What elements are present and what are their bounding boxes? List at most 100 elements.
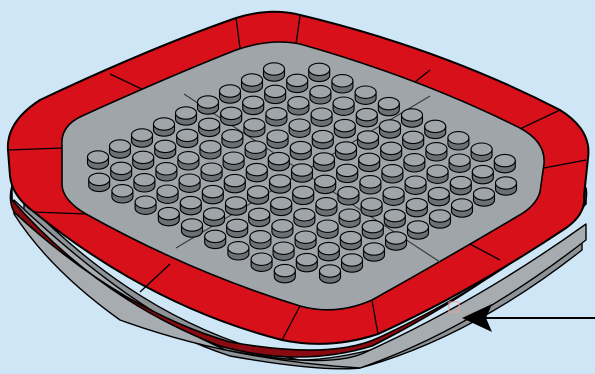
stud-top (332, 75, 353, 87)
stud-top (134, 174, 155, 186)
stud-top (245, 141, 266, 153)
stud (309, 63, 330, 81)
stud (271, 197, 292, 215)
stud-top (320, 265, 341, 277)
stud (452, 199, 473, 217)
stud-top (471, 143, 492, 155)
stud (205, 230, 226, 248)
stud-top (198, 96, 219, 108)
stud-top (289, 119, 310, 131)
stud (273, 242, 294, 260)
stud (267, 130, 288, 148)
stud (404, 154, 425, 172)
stud-top (199, 118, 220, 130)
stud (320, 265, 341, 283)
stud (227, 219, 248, 237)
stud (336, 142, 357, 160)
stud-top (383, 187, 404, 199)
stud-top (358, 131, 379, 143)
stud-top (227, 219, 248, 231)
stud-top (386, 232, 407, 244)
stud-top (449, 154, 470, 166)
stud-top (89, 173, 110, 185)
stud (402, 109, 423, 127)
stud (425, 120, 446, 138)
stud-top (132, 129, 153, 141)
stud-top (251, 253, 272, 265)
stud-top (182, 219, 203, 231)
stud-top (294, 209, 315, 221)
stud (112, 185, 133, 203)
stud-top (154, 118, 175, 130)
stud (265, 85, 286, 103)
stud-top (220, 85, 241, 97)
stud-top (406, 198, 427, 210)
stud (243, 96, 264, 114)
stud (311, 108, 332, 126)
stud-top (339, 209, 360, 221)
stud (132, 129, 153, 147)
stud-top (356, 108, 377, 120)
stud-top (265, 85, 286, 97)
stud (182, 219, 203, 237)
stud-top (317, 220, 338, 232)
stud-top (309, 63, 330, 75)
stud-top (425, 120, 446, 132)
stud-top (359, 153, 380, 165)
stud (340, 231, 361, 249)
stud (450, 176, 471, 194)
stud (317, 220, 338, 238)
stud-top (242, 74, 263, 86)
stud-top (246, 163, 267, 175)
stud (362, 220, 383, 238)
stud-top (204, 208, 225, 220)
stud (274, 264, 295, 282)
stud-top (450, 176, 471, 188)
stud (180, 196, 201, 214)
stud (334, 119, 355, 137)
stud-top (201, 163, 222, 175)
stud-top (178, 152, 199, 164)
stud-top (200, 141, 221, 153)
stud (250, 231, 271, 249)
stud-top (177, 129, 198, 141)
stud (133, 151, 154, 169)
stud-top (496, 177, 517, 189)
stud (287, 74, 308, 92)
stud-top (408, 221, 429, 233)
stud (337, 164, 358, 182)
stud-top (157, 185, 178, 197)
stud (110, 140, 131, 158)
stud (342, 254, 363, 272)
stud-top (340, 231, 361, 243)
stud (249, 208, 270, 226)
stud (380, 120, 401, 138)
stud-top (310, 86, 331, 98)
stud-top (274, 264, 295, 276)
stud-top (264, 63, 285, 75)
stud (266, 108, 287, 126)
stud-top (226, 197, 247, 209)
stud (88, 151, 109, 169)
stud-top (243, 96, 264, 108)
stud (111, 162, 132, 180)
stud (154, 118, 175, 136)
stud-top (452, 199, 473, 211)
stud (179, 174, 200, 192)
stud-top (273, 242, 294, 254)
stud (264, 63, 285, 81)
stud (332, 75, 353, 93)
stud-top (249, 208, 270, 220)
stud-top (382, 165, 403, 177)
stud-top (205, 230, 226, 242)
stud-top (378, 97, 399, 109)
stud-top (494, 154, 515, 166)
stud-top (179, 174, 200, 186)
stud-top (250, 231, 271, 243)
stud (177, 129, 198, 147)
stud-top (293, 186, 314, 198)
stud-top (315, 175, 336, 187)
stud (405, 176, 426, 194)
stud-top (426, 143, 447, 155)
